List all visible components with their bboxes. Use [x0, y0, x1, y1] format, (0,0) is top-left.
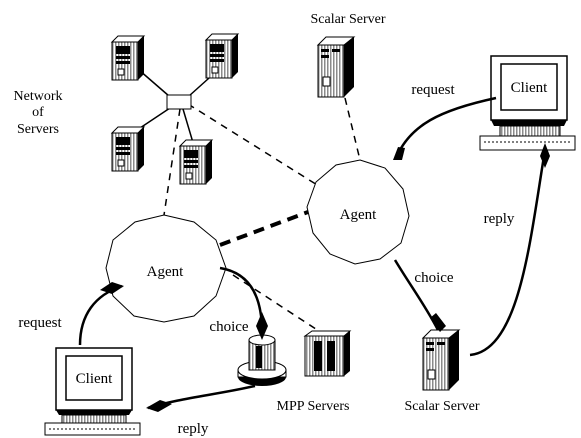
network-links — [138, 69, 361, 216]
agent-right-node[interactable] — [306, 159, 410, 265]
choice-right-head — [430, 313, 446, 332]
client-left-workstation[interactable] — [44, 347, 141, 436]
mpp-cylinder-icon[interactable] — [237, 334, 287, 386]
mpp-servers-label: MPP Servers — [277, 399, 350, 414]
mpp-link — [232, 274, 323, 334]
request-top-label: request — [411, 82, 455, 98]
network-server-4[interactable] — [179, 139, 213, 185]
scalar-server-top-label: Scalar Server — [310, 12, 385, 27]
choice-left-head — [256, 312, 268, 340]
agent-left-node[interactable] — [105, 214, 227, 323]
agent-link — [219, 210, 309, 247]
client-right-workstation[interactable] — [479, 55, 576, 151]
network-server-1[interactable] — [111, 35, 145, 81]
request-top-head — [393, 147, 405, 160]
arrowheads — [100, 143, 550, 412]
reply-bottom-label: reply — [178, 421, 209, 437]
reply-right-arrow — [469, 149, 547, 357]
reply-right-head — [540, 143, 550, 168]
network-server-2[interactable] — [205, 33, 239, 79]
client-right-label: Client — [511, 80, 548, 96]
client-left-label: Client — [76, 371, 113, 387]
reply-right-label: reply — [484, 211, 515, 227]
choice-right-label: choice — [414, 270, 453, 286]
scalar-server-bottom[interactable] — [422, 329, 460, 391]
network-label-line2: of — [32, 105, 44, 120]
scalar-server-bottom-label: Scalar Server — [404, 399, 479, 414]
network-server-3[interactable] — [111, 126, 145, 172]
request-left-label: request — [18, 315, 62, 331]
network-hub-icon — [166, 94, 192, 110]
mpp-rack-icon[interactable] — [303, 330, 352, 377]
agent-left-label: Agent — [147, 264, 184, 280]
network-label-line3: Servers — [17, 122, 59, 137]
agent-right-label: Agent — [340, 207, 377, 223]
request-left-head — [100, 282, 124, 294]
network-label-line1: Network — [14, 89, 63, 104]
reply-bottom-head — [146, 400, 172, 412]
scalar-server-top[interactable] — [317, 36, 355, 98]
choice-left-label: choice — [209, 319, 248, 335]
